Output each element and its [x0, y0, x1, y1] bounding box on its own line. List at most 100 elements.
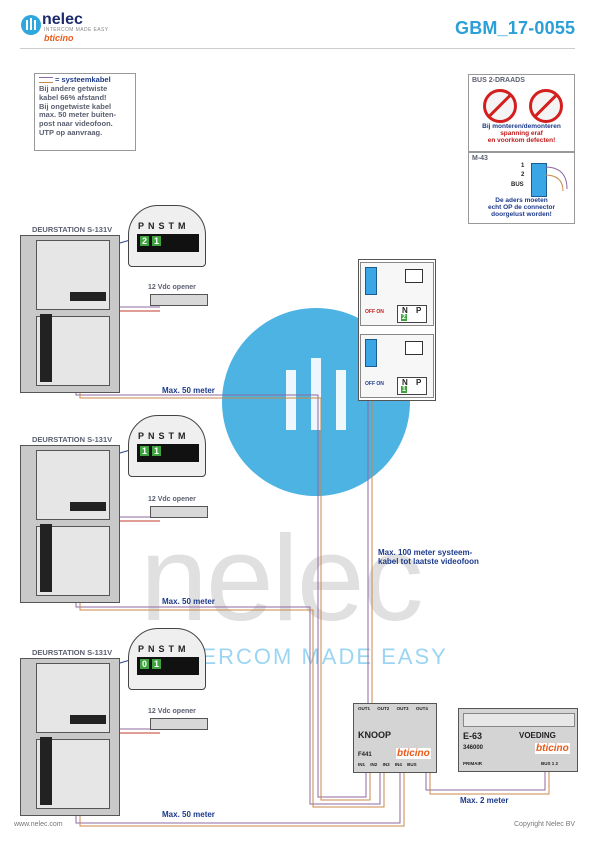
m43-note-line: doorgelust worden!	[491, 211, 552, 219]
switch-label: OFF ON	[365, 309, 384, 315]
watermark-bars-icon	[286, 358, 346, 430]
bus-warning-line: en voorkom defecten!	[487, 137, 556, 145]
terminal-block	[70, 292, 106, 301]
knoop-input: IN1	[358, 762, 366, 767]
logo-brand: bticino	[44, 33, 74, 43]
logo-tagline: INTERCOM MADE EASY	[44, 27, 109, 33]
power-supply-top	[463, 713, 575, 727]
p-label: P	[416, 378, 422, 387]
p-label: P	[416, 306, 422, 315]
opener-label: 12 Vdc opener	[148, 708, 196, 715]
dip-switch-callout: PNSTM 0 1	[128, 628, 206, 690]
opener-label: 12 Vdc opener	[148, 496, 196, 503]
opener-label: 12 Vdc opener	[148, 284, 196, 291]
dip-letters: PNSTM	[138, 221, 190, 231]
m43-pin-2: 2	[521, 172, 525, 178]
knoop-device: OUT1 OUT2 OUT3 OUT4 KNOOP F441 bticino I…	[353, 703, 437, 773]
terminal-block	[70, 502, 106, 511]
knoop-input: IN4	[394, 762, 402, 767]
knoop-output: OUT1	[358, 706, 371, 711]
dip-value: 1	[152, 446, 161, 456]
psu-distance-label: Max. 2 meter	[460, 796, 509, 805]
cable-swatch	[39, 77, 53, 84]
ribbon-cable	[40, 314, 52, 382]
dip-switch-callout: PNSTM 1 1	[128, 415, 206, 477]
bus-warning-box: BUS 2-DRAADS Bij monteren/demonteren spa…	[468, 74, 575, 152]
system-note-line: Max. 100 meter systeem-	[378, 548, 473, 557]
dip-switch-callout: PNSTM 2 1	[128, 205, 206, 267]
screen-icon	[405, 269, 423, 283]
system-cable-note: Max. 100 meter systeem- kabel tot laatst…	[378, 548, 479, 566]
power-supply-brand: bticino	[535, 743, 570, 754]
distance-label: Max. 50 meter	[162, 597, 215, 606]
bus-title: BUS 2-DRAADS	[472, 77, 525, 84]
station-label: DEURSTATION S-131V	[32, 225, 113, 234]
videophone-unit: OFF ON N P 2	[360, 262, 434, 326]
header-divider	[20, 48, 575, 49]
loop-wires-icon	[545, 166, 568, 192]
dip-switch-block: 0 1	[137, 657, 199, 675]
ribbon-cable	[40, 737, 52, 805]
videophone-panel: OFF ON N P 2 OFF ON N P 1	[358, 259, 436, 401]
n-label: N	[402, 378, 408, 387]
knoop-input: BUS	[407, 762, 417, 767]
door-opener	[150, 506, 208, 518]
videophone-unit: OFF ON N P 1	[360, 334, 434, 398]
document-title: GBM_17-0055	[455, 18, 576, 38]
legend-line: post naar videofoon.	[39, 119, 113, 129]
legend-head: = systeemkabel	[55, 75, 111, 84]
n-value: 1	[401, 386, 407, 393]
no-voltage-icon	[529, 89, 563, 123]
m43-box: M-43 1 2 BUS De aders moeten echt OP de …	[468, 152, 575, 224]
dip-switch-block: 1 1	[137, 444, 199, 462]
power-supply-code: 346000	[463, 745, 484, 751]
n-label: N	[402, 306, 408, 315]
station-label: DEURSTATION S-131V	[32, 435, 113, 444]
ribbon-cable	[40, 524, 52, 592]
legend-line: Bij ongetwiste kabel	[39, 101, 112, 111]
dip-switch-block: 2 1	[137, 234, 199, 252]
knoop-model: F441	[358, 752, 372, 758]
dip-letters: PNSTM	[138, 644, 190, 654]
bus-warning-line: Bij monteren/demonteren	[482, 123, 561, 130]
station-label: DEURSTATION S-131V	[32, 648, 113, 657]
m43-note-line: De aders moeten	[495, 197, 548, 204]
knoop-outputs: OUT1 OUT2 OUT3 OUT4	[358, 706, 428, 711]
m43-pin-1: 1	[521, 163, 525, 169]
knoop-inputs: IN1 IN2 IN3 IN4 BUS	[358, 762, 417, 767]
m43-title: M-43	[472, 155, 488, 162]
power-supply-name: VOEDING	[519, 731, 556, 740]
legend-line: kabel 66% afstand!	[39, 92, 107, 102]
bus-warning-text: Bij monteren/demonteren spanning eraf en…	[471, 123, 572, 144]
legend-line: Bij andere getwiste	[39, 83, 108, 93]
np-table: N P 2	[397, 305, 427, 323]
knoop-input: IN3	[382, 762, 390, 767]
dip-letters: PNSTM	[138, 431, 190, 441]
terminal-primary: PRIMAIR	[463, 761, 482, 766]
knoop-brand: bticino	[396, 748, 431, 759]
switch-label: OFF ON	[365, 381, 384, 387]
power-supply-model: E-63	[463, 731, 483, 741]
system-note-line: kabel tot laatste videofoon	[378, 557, 479, 567]
door-opener	[150, 294, 208, 306]
dip-value: 1	[140, 446, 149, 456]
door-opener	[150, 718, 208, 730]
dip-value: 1	[152, 236, 161, 246]
m43-pin-bus: BUS	[511, 182, 524, 188]
terminal-bus: BUS 1 2	[541, 761, 559, 766]
distance-label: Max. 50 meter	[162, 386, 215, 395]
knoop-output: OUT3	[396, 706, 409, 711]
legend-box: = systeemkabel Bij andere getwiste kabel…	[34, 73, 136, 151]
knoop-output: OUT2	[377, 706, 390, 711]
dip-value: 2	[140, 236, 149, 246]
logo-word: nelec	[42, 11, 83, 28]
legend-line: max. 50 meter buiten-	[39, 110, 117, 120]
footer-website[interactable]: www.nelec.com	[14, 821, 63, 828]
connector-icon	[365, 339, 377, 367]
m43-note-line: echt OP de connector	[487, 204, 556, 212]
watermark-tagline: INTERCOM MADE EASY	[160, 644, 448, 669]
terminal-block	[70, 715, 106, 724]
dip-value: 0	[140, 659, 149, 669]
power-supply: E-63 VOEDING 346000 bticino PRIMAIR BUS …	[458, 708, 578, 772]
connector-icon	[365, 267, 377, 295]
